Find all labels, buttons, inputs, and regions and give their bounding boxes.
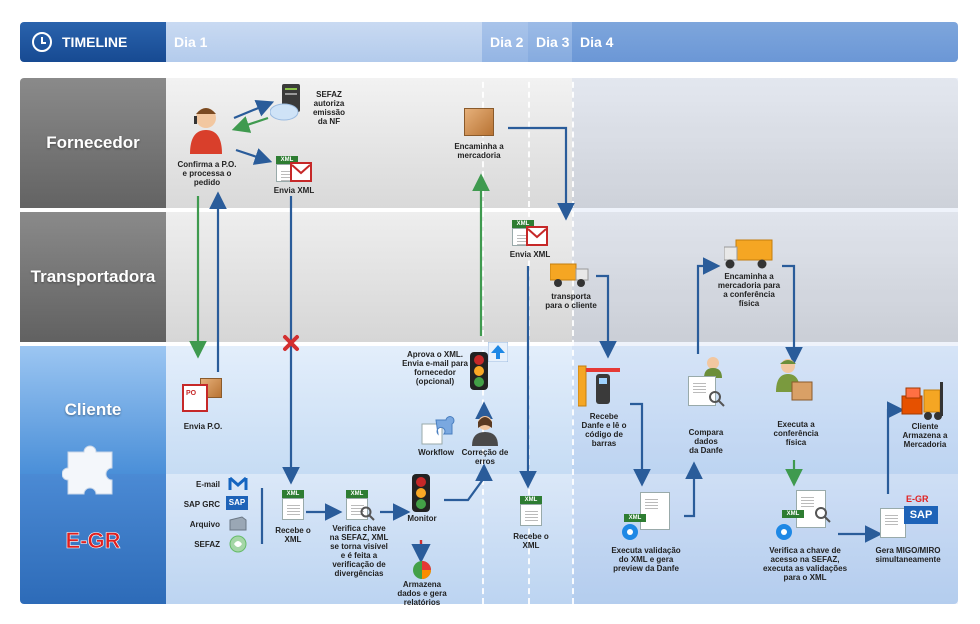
support-person-icon <box>472 416 498 446</box>
egr-logo: E-GR <box>65 528 121 552</box>
label-workflow: Workflow <box>418 448 454 457</box>
lane-transportadora: Transportadora <box>20 212 166 342</box>
label-envia-po: Envia P.O. <box>183 422 223 431</box>
package-box-icon <box>464 108 494 136</box>
xml-document-icon: XML <box>518 496 544 528</box>
day-3: Dia 3 <box>528 22 572 62</box>
purchase-order-icon: PO <box>182 378 224 414</box>
timeline-header: TIMELINE <box>20 22 166 62</box>
source-email-label: E-mail <box>195 480 220 489</box>
clock-icon <box>32 32 52 52</box>
xml-mail-icon: XML <box>512 220 550 248</box>
sap-logo-icon: SAP <box>226 496 248 510</box>
operator-person-icon <box>190 108 222 154</box>
danfe-preview-icon: XML <box>620 492 680 542</box>
day-4: Dia 4 <box>572 22 958 62</box>
sefaz-logo-icon <box>229 535 247 553</box>
upload-arrow-icon <box>488 342 508 362</box>
worker-box-icon <box>776 359 813 401</box>
xml-validation-icon: XML <box>774 490 836 542</box>
monitor-traffic-light-icon <box>412 474 430 512</box>
svg-text:E-GR: E-GR <box>66 528 121 552</box>
source-arquivo-label: Arquivo <box>189 520 220 529</box>
xml-mail-icon: XML <box>276 156 314 184</box>
label-envia-xml-transportadora: Envia XML <box>509 250 551 259</box>
lane-egr <box>20 474 166 604</box>
label-envia-xml-fornecedor: Envia XML <box>273 186 315 195</box>
document-inspector-icon <box>688 356 728 408</box>
source-sefaz-label: SEFAZ <box>194 540 220 549</box>
barcode-scanner-icon <box>578 365 620 407</box>
egr-sap-integration-icon: E-GR SAP <box>880 494 946 540</box>
sefaz-server-icon <box>270 84 300 121</box>
timeline-label: TIMELINE <box>62 34 128 50</box>
traffic-light-icon <box>470 352 488 390</box>
pie-report-icon <box>413 561 431 579</box>
blocked-cross-icon <box>283 335 299 351</box>
xml-verify-icon: XML <box>344 490 376 522</box>
puzzle-icon <box>62 445 113 495</box>
day2-divider <box>482 62 484 604</box>
day4-divider <box>572 62 574 604</box>
email-icon <box>228 476 248 490</box>
xml-document-icon: XML <box>280 490 306 522</box>
source-sapgrc-label: SAP GRC <box>183 500 220 509</box>
file-folder-icon <box>229 516 247 531</box>
lane-fornecedor: Fornecedor <box>20 78 166 208</box>
day-1: Dia 1 <box>166 22 482 62</box>
lane-bg-cliente <box>166 346 958 474</box>
workflow-icon <box>421 416 455 445</box>
truck-icon <box>724 239 773 269</box>
truck-icon <box>550 263 589 287</box>
day-2: Dia 2 <box>482 22 528 62</box>
label-monitor: Monitor <box>407 514 437 523</box>
forklift-warehouse-icon <box>901 382 943 420</box>
